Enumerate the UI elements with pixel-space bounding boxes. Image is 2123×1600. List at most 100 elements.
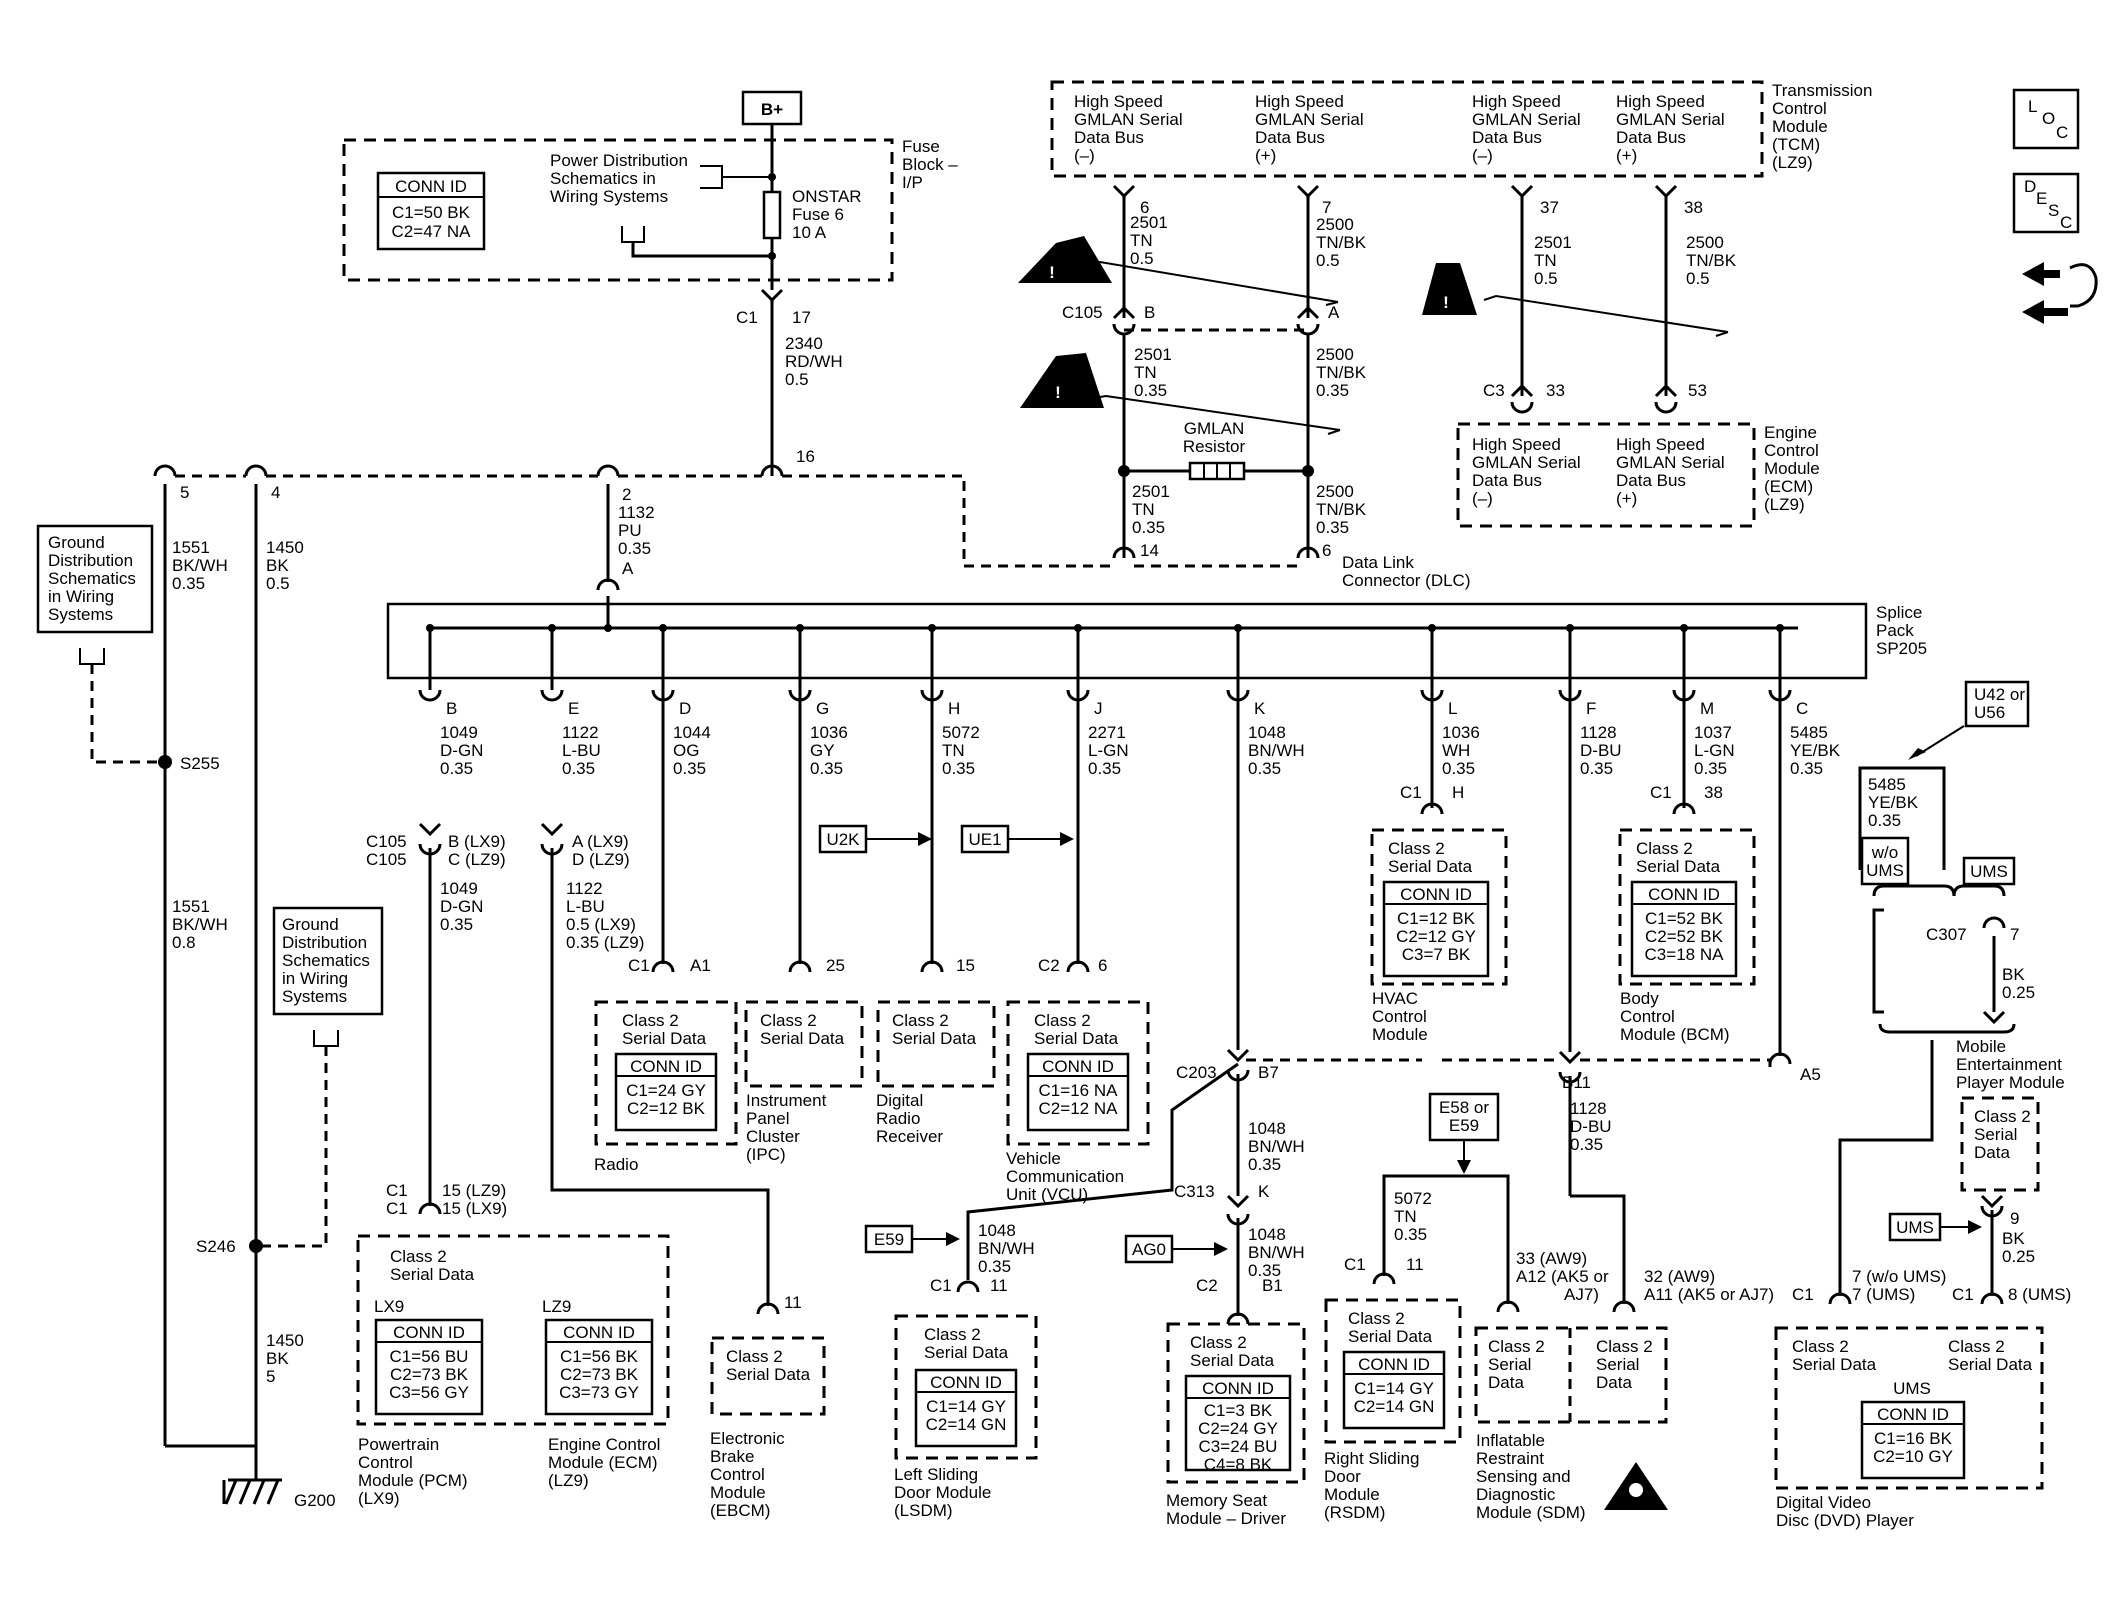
option-ue1-label: UE1 (968, 830, 1001, 849)
option-ums-mid (1888, 1212, 1942, 1242)
branch-circuit-label: 0.35 (942, 759, 975, 778)
c203-w-3: 0.35 (1248, 1155, 1281, 1174)
ebcm-pin: 11 (784, 1293, 802, 1312)
branch-pin-label: C (1796, 699, 1808, 718)
mepm-w-1: 5485 (1868, 775, 1906, 794)
gmlan-w3-3: 0.35 (1134, 381, 1167, 400)
b11-pin: B11 (1562, 1073, 1591, 1092)
branch-circuit-label: L-GN (1088, 741, 1129, 760)
branch-circuit-label: WH (1442, 741, 1470, 760)
svg-text:C2=52 BK: C2=52 BK (1645, 927, 1724, 946)
branch-pin-label: F (1586, 699, 1596, 718)
svg-text:C1=14 GY: C1=14 GY (1354, 1379, 1434, 1398)
svg-text:C2=12 NA: C2=12 NA (1039, 1099, 1119, 1118)
ecm-top-name-2: Control (1764, 441, 1819, 460)
dvd-pin-a-2: 7 (UMS) (1852, 1285, 1915, 1304)
sdm-pin1-1: 33 (AW9) (1516, 1249, 1587, 1268)
sdm-box1-3: Data (1488, 1373, 1524, 1392)
branch-circuit-label: GY (810, 741, 835, 760)
left-wlower-1: 1551 (172, 897, 210, 916)
option-wo-ums-1: w/o (1871, 843, 1898, 862)
lsdm-serial: Serial Data (924, 1343, 1009, 1362)
ecm-top-pin2-2: GMLAN Serial (1616, 453, 1725, 472)
hvac-conn: C1 (1400, 783, 1422, 802)
mepm-w3-2: 0.25 (2002, 1247, 2035, 1266)
fuse-conn-id-c1: C1=50 BK (392, 203, 471, 222)
pcm-lx9: LX9 (374, 1297, 404, 1316)
branch-circuit-label: 1048 (1248, 723, 1286, 742)
tcm-pin6-label-2: GMLAN Serial (1074, 110, 1183, 129)
branch-circuit-label: TN (942, 741, 965, 760)
branch-circuit-label: OG (673, 741, 699, 760)
tcm-pin-38: 38 (1684, 198, 1703, 217)
fuse-name-3: 10 A (792, 223, 827, 242)
svg-text:CONN ID: CONN ID (1877, 1405, 1949, 1424)
mepm-name-1: Mobile (1956, 1037, 2006, 1056)
pcm-name-1: Powertrain (358, 1435, 439, 1454)
lsdm-conn: C1 (930, 1276, 952, 1295)
option-u42-2: U56 (1974, 703, 2005, 722)
ebcm-class2: Class 2 (726, 1347, 783, 1366)
drr-name-1: Digital (876, 1091, 923, 1110)
pcm-outline (356, 1234, 670, 1426)
power-ref-2: Schematics in (550, 169, 656, 188)
dlc-pin-2: 2 (622, 485, 631, 504)
ecm-top-pin2-3: Data Bus (1616, 471, 1686, 490)
sdm-pin2-2: A11 (AK5 or AJ7) (1644, 1285, 1774, 1304)
ebcm-name-2: Brake (710, 1447, 754, 1466)
tcm-pin7-label-3: Data Bus (1255, 128, 1325, 147)
bcm-name-2: Control (1620, 1007, 1675, 1026)
gmlan-w2-1: 2500 (1316, 215, 1354, 234)
gmlan-w5-3: 0.35 (1132, 518, 1165, 537)
vcu-class2: Class 2 (1034, 1011, 1091, 1030)
branch-circuit-label: L-GN (1694, 741, 1735, 760)
warning-icon (1422, 263, 1477, 315)
gmlan-w6-3: 0.35 (1316, 518, 1349, 537)
branch-circuit-label: 5072 (942, 723, 980, 742)
sdm-box2-1: Class 2 (1596, 1337, 1653, 1356)
dvd-serial-b: Serial Data (1948, 1355, 2033, 1374)
fuse-block-outline (342, 138, 894, 282)
svg-text:L: L (2028, 97, 2037, 116)
lsdm-w-2: BN/WH (978, 1239, 1035, 1258)
dlc-pin2-w1: 1132 (618, 503, 655, 522)
ecm-pin-53: 53 (1688, 381, 1707, 400)
lsdm-outline (894, 1314, 1038, 1460)
dvd-pin-b: 8 (UMS) (2008, 1285, 2071, 1304)
pcm-lz9: LZ9 (542, 1297, 571, 1316)
tcm-pin37-label-2: GMLAN Serial (1472, 110, 1581, 129)
sdm-box1-2: Serial (1488, 1355, 1531, 1374)
ipc-name-4: (IPC) (746, 1145, 786, 1164)
branch-circuit-label: 2271 (1088, 723, 1126, 742)
tcm-name-2: Control (1772, 99, 1827, 118)
tcm-pin7-label-1: High Speed (1255, 92, 1344, 111)
gmlan-w8-3: 0.5 (1686, 269, 1710, 288)
fuse-out-conn: C1 (736, 308, 758, 327)
gmlan-w2-3: 0.5 (1316, 251, 1340, 270)
left-pin-5: 5 (180, 483, 189, 502)
branch-circuit-label: YE/BK (1790, 741, 1841, 760)
hvac-class2: Class 2 (1388, 839, 1445, 858)
branch-circuit-label: 0.35 (562, 759, 595, 778)
rsdm-name-2: Door (1324, 1467, 1361, 1486)
ground-ref2-5: Systems (282, 987, 347, 1006)
svg-text:CONN ID: CONN ID (563, 1323, 635, 1342)
sdm-box2-2: Serial (1596, 1355, 1639, 1374)
fuse-out-pin: 17 (792, 308, 811, 327)
radio-conn-id: CONN ID C1=24 GY C2=12 BK (614, 1052, 718, 1132)
fuse-out-w2: RD/WH (785, 352, 843, 371)
tcm-pin38-label-4: (+) (1616, 146, 1637, 165)
branch-circuit-label: 0.35 (1694, 759, 1727, 778)
left-pin-4: 4 (271, 483, 280, 502)
mepm-w2-1: BK (2002, 965, 2025, 984)
c105-low-wb-3: 0.35 (440, 915, 473, 934)
vcu-serial: Serial Data (1034, 1029, 1119, 1048)
svg-text:S: S (2048, 201, 2059, 220)
dvd-class2-b: Class 2 (1948, 1337, 2005, 1356)
dlc-pin2-w2: PU (618, 521, 642, 540)
sdm-pin2-1: 32 (AW9) (1644, 1267, 1715, 1286)
sdm-box2-3: Data (1596, 1373, 1632, 1392)
pcm-pin-1: 15 (LZ9) (442, 1181, 506, 1200)
dvd-c1a: C1 (1792, 1285, 1814, 1304)
svg-text:C1=56 BU: C1=56 BU (390, 1347, 469, 1366)
